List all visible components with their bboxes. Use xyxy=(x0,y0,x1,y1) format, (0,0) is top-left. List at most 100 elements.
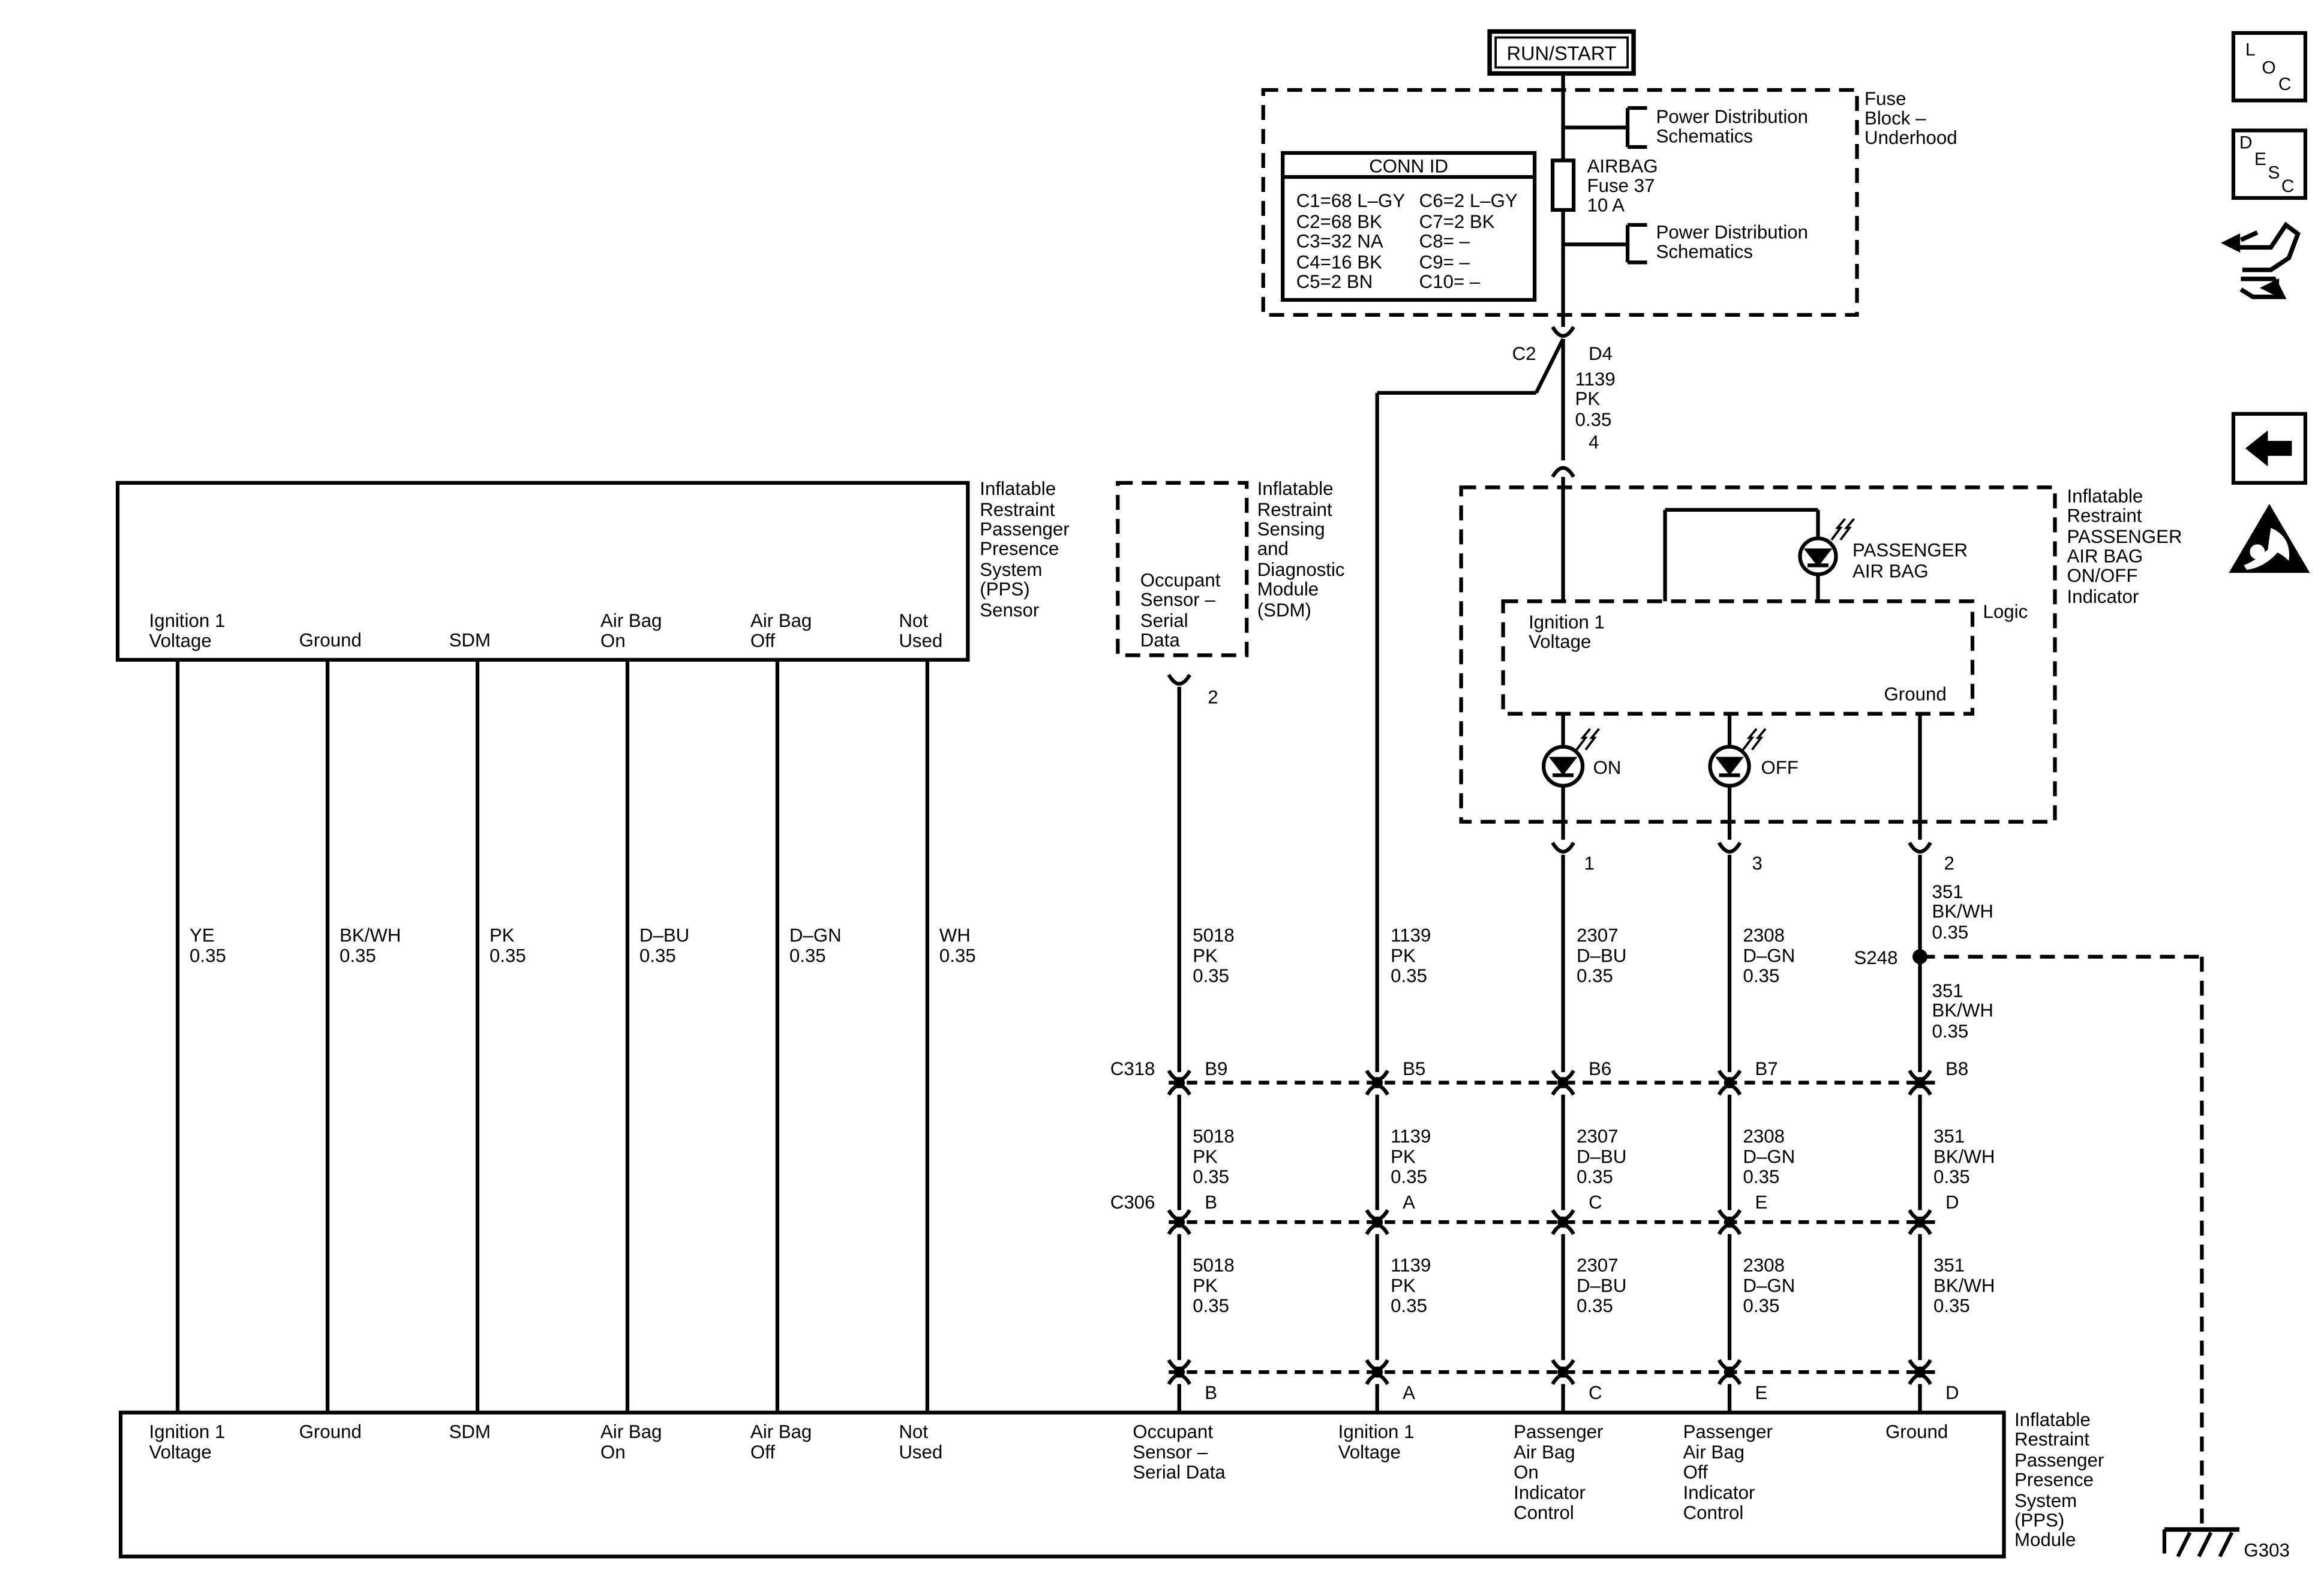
mid-wire-label: D–BU xyxy=(1577,1146,1626,1167)
svg-text:Sensor: Sensor xyxy=(980,599,1039,620)
svg-text:Fuse 37: Fuse 37 xyxy=(1587,175,1655,196)
svg-text:Restraint: Restraint xyxy=(980,499,1055,520)
low-wire-label: 0.35 xyxy=(1933,1295,1970,1316)
c318-label: C318 xyxy=(1110,1058,1155,1079)
module-pin-label: Used xyxy=(899,1442,942,1463)
c306-pin-label: B xyxy=(1205,1192,1217,1213)
module-pin-label: Not xyxy=(899,1421,928,1442)
pps-sensor-title: Inflatable xyxy=(980,478,1056,499)
svg-text:PASSENGER: PASSENGER xyxy=(2067,526,2182,547)
sensor-wire-label: 0.35 xyxy=(939,945,976,966)
mid-wire-label: 1139 xyxy=(1391,1126,1431,1147)
module-pin-label: Ignition 1 xyxy=(149,1421,226,1442)
c318-pin-label: B5 xyxy=(1403,1058,1425,1079)
svg-text:Ground: Ground xyxy=(1884,683,1947,704)
sdm-box xyxy=(1116,481,1249,658)
mid-wire-label: 0.35 xyxy=(1391,1166,1427,1187)
connector-pin xyxy=(1173,1366,1185,1378)
sensor-pin-label: Ignition 1 xyxy=(149,610,226,631)
connector-icon[interactable] xyxy=(2221,221,2301,299)
connector-pin xyxy=(1914,1077,1926,1089)
svg-text:and: and xyxy=(1257,538,1289,559)
svg-text:C4=16 BK: C4=16 BK xyxy=(1296,251,1382,272)
svg-text:Schematics: Schematics xyxy=(1656,241,1753,262)
svg-text:AIR BAG: AIR BAG xyxy=(2067,545,2143,566)
svg-text:D: D xyxy=(2239,133,2253,152)
sensor-pin-label: Voltage xyxy=(149,631,212,652)
c318-pin-label: B7 xyxy=(1755,1058,1778,1079)
module-pin-label: Ground xyxy=(1885,1421,1948,1442)
module-pin-label: Air Bag xyxy=(600,1421,662,1442)
svg-text:Presence: Presence xyxy=(980,538,1059,559)
module-pin-label: Indicator xyxy=(1514,1482,1586,1503)
svg-text:351: 351 xyxy=(1932,881,1963,902)
module-pin-label: Off xyxy=(1683,1462,1708,1483)
pds-label-top: Power Distribution xyxy=(1656,106,1808,127)
svg-text:Voltage: Voltage xyxy=(1529,631,1591,652)
low-wire-label: 0.35 xyxy=(1391,1295,1427,1316)
pps-sensor-box xyxy=(115,481,970,662)
back-arrow-glyph xyxy=(2245,430,2292,467)
svg-text:BK/WH: BK/WH xyxy=(1932,901,1993,922)
svg-text:Sensing: Sensing xyxy=(1257,518,1325,539)
sensor-pin-label: SDM xyxy=(449,629,490,650)
light-ray xyxy=(1742,728,1758,751)
sdm-title: Inflatable xyxy=(1257,478,1334,499)
d4-label: D4 xyxy=(1589,343,1613,364)
sensor-wire-label: D–BU xyxy=(639,925,689,946)
c318-pin-label: B8 xyxy=(1945,1058,1968,1079)
module-pin-letter: E xyxy=(1755,1382,1768,1403)
back-arrow-icon[interactable] xyxy=(2231,412,2308,485)
harness-wire-label: 0.35 xyxy=(1577,965,1613,986)
svg-text:C: C xyxy=(2281,176,2295,196)
harness-wire-label: D–GN xyxy=(1743,945,1795,966)
svg-text:Underhood: Underhood xyxy=(1864,127,1957,148)
sensor-wire-label: 0.35 xyxy=(190,945,226,966)
connector-pin xyxy=(1724,1366,1736,1378)
loc-icon[interactable] xyxy=(2231,31,2308,103)
g303-label: G303 xyxy=(2244,1540,2289,1561)
harness-wire-label: 0.35 xyxy=(1743,965,1780,986)
sensor-pin-label: On xyxy=(600,631,626,652)
svg-text:ON/OFF: ON/OFF xyxy=(2067,565,2137,586)
low-wire-label: BK/WH xyxy=(1933,1275,1995,1296)
indicator-title: Inflatable xyxy=(2067,485,2143,506)
airbag-warning-icon[interactable] xyxy=(2229,503,2310,573)
svg-text:Diagnostic: Diagnostic xyxy=(1257,559,1345,580)
svg-text:Restraint: Restraint xyxy=(1257,499,1332,520)
low-wire-label: 351 xyxy=(1933,1255,1965,1276)
svg-text:C6=2 L–GY: C6=2 L–GY xyxy=(1419,190,1518,211)
svg-text:1139: 1139 xyxy=(1575,368,1616,389)
harness-wire-label: PK xyxy=(1193,945,1218,966)
sensor-pin-label: Off xyxy=(750,631,775,652)
svg-text:Restraint: Restraint xyxy=(2014,1429,2089,1450)
harness-wire-label: 1139 xyxy=(1391,925,1431,946)
module-pin-letter: B xyxy=(1205,1382,1217,1403)
module-pin-label: Voltage xyxy=(1338,1442,1401,1463)
low-wire-label: 2307 xyxy=(1577,1255,1618,1276)
harness-wires xyxy=(1177,1094,1922,1413)
desc-icon[interactable] xyxy=(2231,128,2308,200)
lamp-label: PASSENGER xyxy=(1852,539,1968,560)
svg-text:Presence: Presence xyxy=(2014,1469,2094,1490)
mid-wire-label: 0.35 xyxy=(1577,1166,1613,1187)
harness-wire-label: 0.35 xyxy=(1391,965,1427,986)
module-pin-label: Passenger xyxy=(1514,1421,1603,1442)
low-wire-label: 0.35 xyxy=(1577,1295,1613,1316)
c2-label: C2 xyxy=(1512,343,1536,364)
svg-text:C9= –: C9= – xyxy=(1419,251,1470,272)
c306-pin-label: A xyxy=(1403,1192,1415,1213)
svg-text:C3=32 NA: C3=32 NA xyxy=(1296,230,1383,251)
sdm-pin-label: Occupant xyxy=(1140,569,1221,590)
svg-text:O: O xyxy=(2262,58,2275,77)
c318-pin-label: B6 xyxy=(1589,1058,1611,1079)
low-wire-label: 0.35 xyxy=(1193,1295,1229,1316)
harness-wire-label: 2307 xyxy=(1577,925,1618,946)
off-label: OFF xyxy=(1761,757,1798,778)
svg-text:AIR BAG: AIR BAG xyxy=(1852,560,1929,581)
connector-pin xyxy=(1724,1216,1736,1228)
svg-text:System: System xyxy=(980,559,1042,580)
sensor-pin-label: Ground xyxy=(299,629,362,650)
c306-pin-label: D xyxy=(1945,1192,1959,1213)
sensor-pin-label: Not xyxy=(899,610,928,631)
